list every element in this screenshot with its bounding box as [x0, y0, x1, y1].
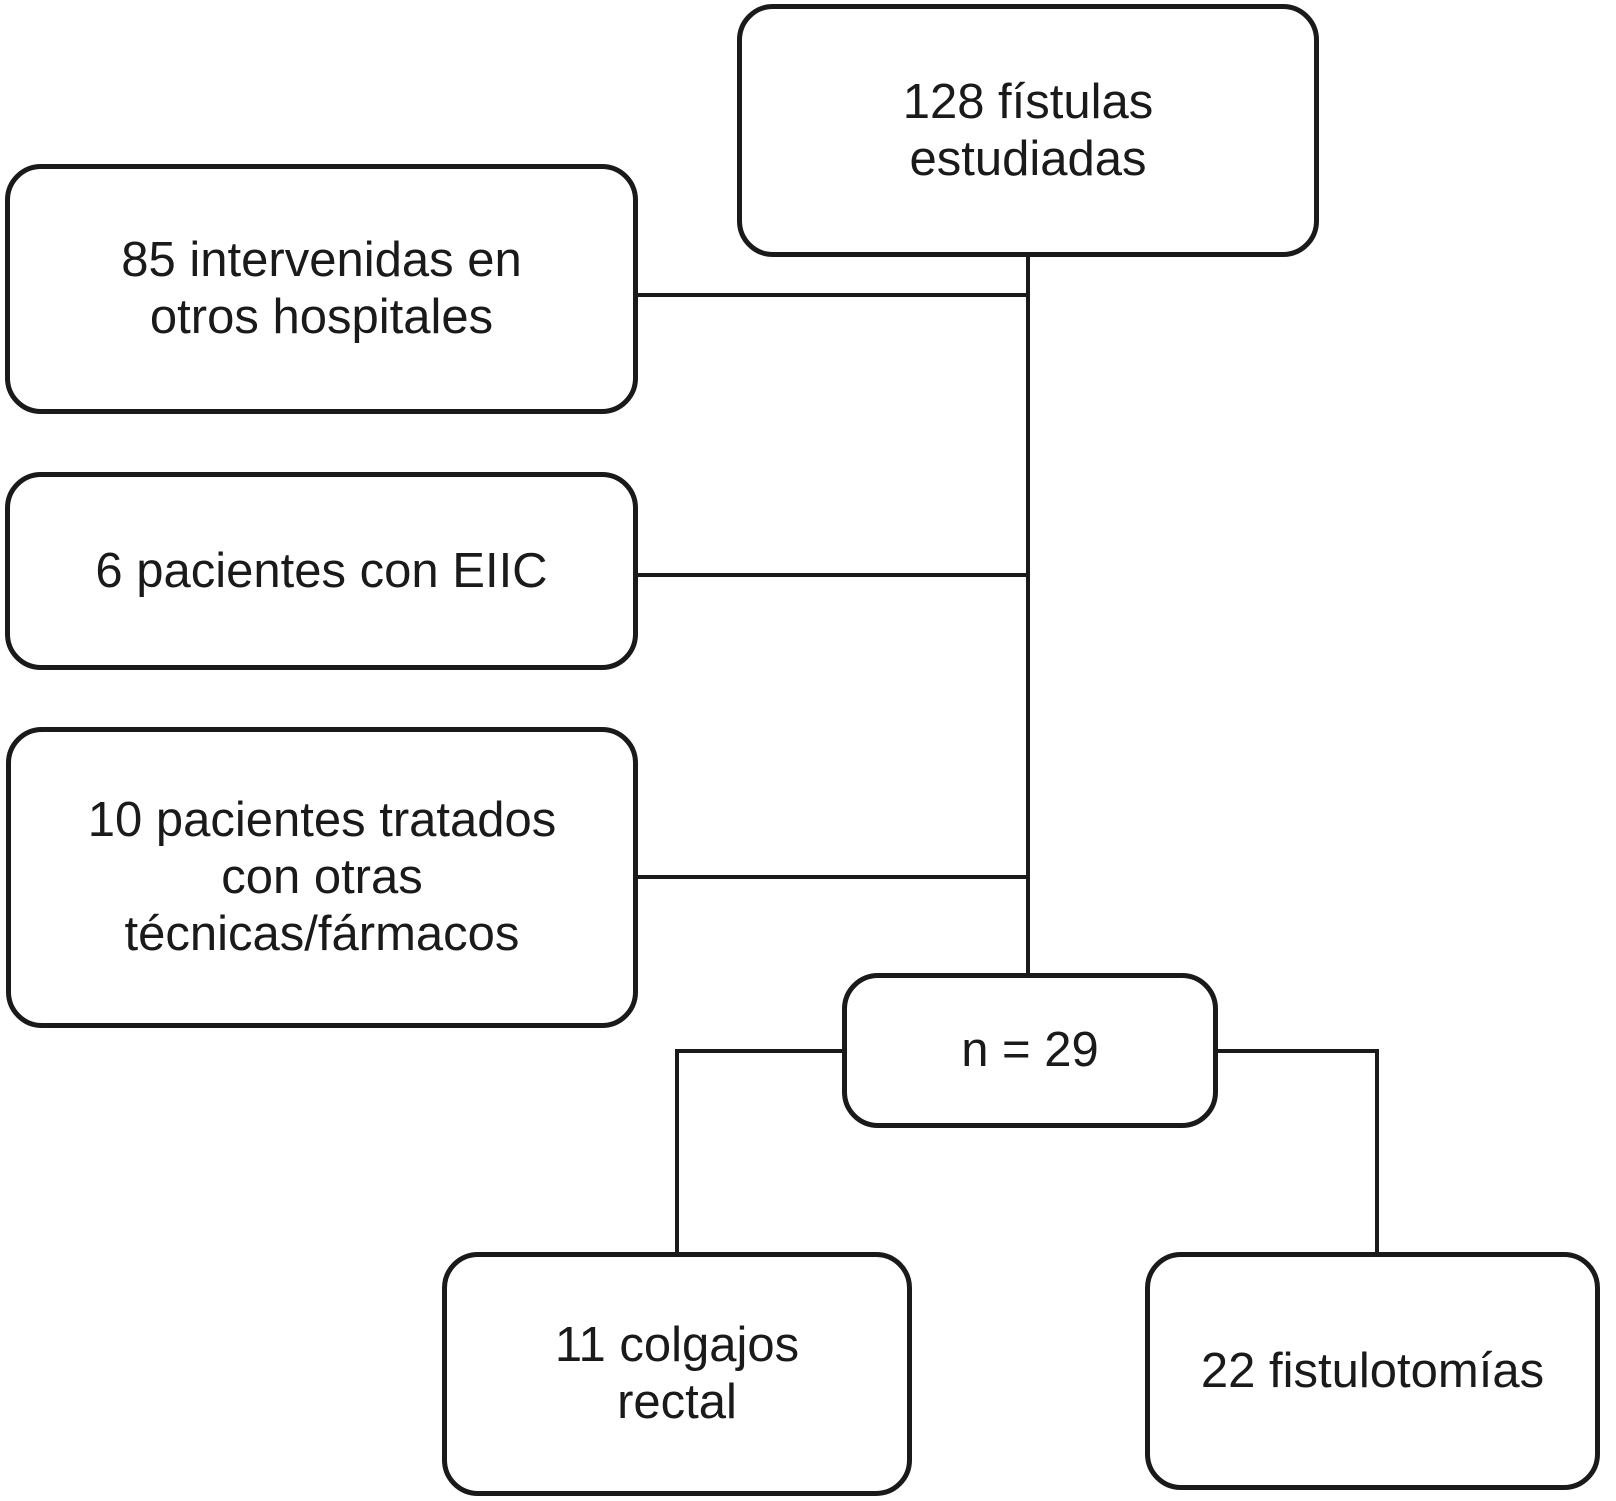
node-label: 6 pacientes con EIIC	[95, 543, 548, 598]
node-n-29: n = 29	[842, 973, 1218, 1128]
node-label: 10 pacientes tratados con otras técnicas…	[87, 793, 557, 961]
node-label: 85 intervenidas en otros hospitales	[121, 233, 522, 344]
connector-excluded-treatments	[638, 875, 1028, 879]
node-128-fistulas-estudiadas: 128 fístulas estudiadas	[737, 4, 1319, 257]
node-11-colgajos-rectal: 11 colgajos rectal	[442, 1252, 912, 1496]
node-6-pacientes-eiic: 6 pacientes con EIIC	[5, 472, 638, 670]
node-label: 22 fistulotomías	[1200, 1343, 1545, 1398]
node-label: n = 29	[961, 1023, 1099, 1077]
connector-main-vertical	[1026, 255, 1030, 975]
connector-branch-left-vertical	[675, 1049, 679, 1254]
connector-branch-right-horizontal	[1216, 1049, 1377, 1053]
connector-branch-right-vertical	[1375, 1049, 1379, 1254]
node-label: 11 colgajos rectal	[554, 1318, 800, 1429]
connector-branch-left-horizontal	[675, 1049, 844, 1053]
connector-excluded-hospitals	[636, 293, 1028, 297]
connector-excluded-eiic	[636, 573, 1028, 577]
node-85-intervenidas-otros-hospitales: 85 intervenidas en otros hospitales	[5, 164, 638, 414]
node-10-pacientes-otras-tecnicas: 10 pacientes tratados con otras técnicas…	[6, 727, 638, 1028]
node-label: 128 fístulas estudiadas	[902, 74, 1154, 186]
node-22-fistulotomias: 22 fistulotomías	[1145, 1252, 1600, 1490]
